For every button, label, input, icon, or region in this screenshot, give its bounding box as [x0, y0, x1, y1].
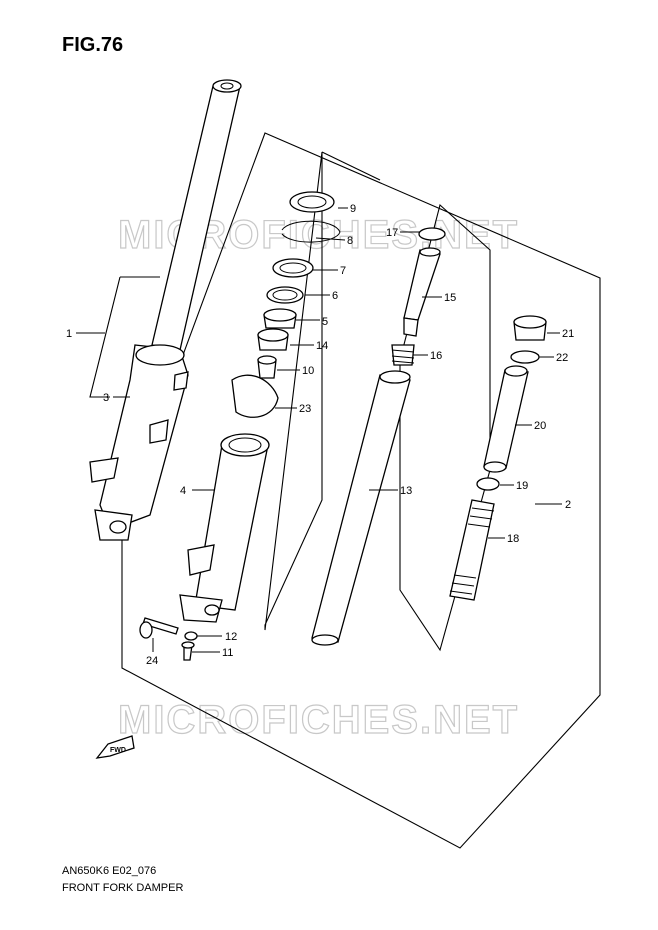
part-label-9: 9 [350, 203, 356, 215]
slide-bushing [257, 328, 289, 351]
part-label-24: 24 [146, 655, 158, 667]
damper-cylinder [311, 370, 411, 646]
part-label-15: 15 [444, 292, 456, 304]
frame-edge [321, 151, 381, 181]
guide-bushing [263, 308, 297, 329]
part-label-4: 4 [180, 485, 186, 497]
dust-seal [289, 191, 335, 213]
o-ring [418, 227, 446, 241]
oil-lock-piece [257, 355, 277, 379]
figure-title: FIG.76 [62, 34, 124, 56]
part-label-19: 19 [516, 480, 528, 492]
part-label-11: 11 [222, 647, 233, 659]
leader-lines [76, 207, 562, 653]
bracket-1-3 [89, 276, 121, 398]
spring-seat-washer [476, 477, 500, 491]
damper-rod [403, 247, 441, 337]
oil-seal [272, 258, 314, 278]
part-label-21: 21 [562, 328, 574, 340]
part-label-10: 10 [302, 365, 314, 377]
part-label-8: 8 [347, 235, 353, 247]
part-label-3: 3 [103, 392, 109, 404]
fork-cap-bolt [513, 315, 547, 341]
part-label-6: 6 [332, 290, 338, 302]
part-label-5: 5 [322, 316, 328, 328]
watermark-bottom: MICROFICHES.NET [118, 698, 519, 742]
part-label-22: 22 [556, 352, 568, 364]
rebound-spring [391, 344, 415, 366]
part-label-17: 17 [386, 227, 398, 239]
assembly-frame-inner-left [264, 151, 323, 631]
axle-pinch-bolt [139, 617, 179, 639]
part-label-13: 13 [400, 485, 412, 497]
figure-code: AN650K6 E02_076 [62, 865, 157, 877]
part-label-1: 1 [66, 328, 72, 340]
part-label-20: 20 [534, 420, 546, 432]
part-label-12: 12 [225, 631, 237, 643]
damper-bolt [181, 641, 195, 661]
fwd-badge-label: FWD [110, 747, 126, 754]
figure-name: FRONT FORK DAMPER [62, 882, 184, 894]
circlip [281, 220, 341, 243]
part-label-14: 14 [316, 340, 328, 352]
part-label-2: 2 [565, 499, 571, 511]
part-label-7: 7 [340, 265, 346, 277]
spacer-tube [483, 365, 529, 473]
lower-leg-assembly [89, 344, 189, 541]
gasket-washer [184, 631, 198, 641]
oil-seal-retainer [266, 286, 304, 304]
forward-direction-arrow: FWD [95, 735, 135, 759]
fork-cover [231, 374, 279, 418]
inner-leg [179, 433, 270, 623]
fork-spring [449, 499, 495, 601]
cap-o-ring [510, 350, 540, 364]
part-label-23: 23 [299, 403, 311, 415]
part-label-18: 18 [507, 533, 519, 545]
part-label-16: 16 [430, 350, 442, 362]
